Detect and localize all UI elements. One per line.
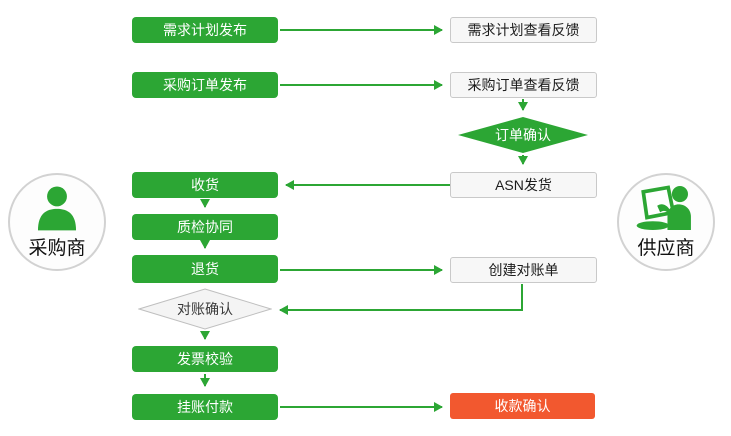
node-return-goods: 退货 <box>132 255 278 283</box>
actor-supplier-label: 供应商 <box>637 238 695 259</box>
node-po-publish: 采购订单发布 <box>132 72 278 98</box>
node-demand-plan-publish: 需求计划发布 <box>132 17 278 43</box>
node-po-feedback: 采购订单查看反馈 <box>450 72 597 98</box>
node-receipt-confirm: 收款确认 <box>450 393 595 419</box>
actor-buyer-label: 采购商 <box>28 238 86 259</box>
person-bust-icon <box>37 186 77 231</box>
node-invoice-verify-label: 发票校验 <box>177 351 233 367</box>
node-order-confirm-label: 订单确认 <box>495 127 551 143</box>
person-with-laptop-icon <box>636 185 691 230</box>
actor-supplier: 供应商 <box>617 173 715 271</box>
node-create-statement: 创建对账单 <box>450 257 597 283</box>
node-invoice-verify: 发票校验 <box>132 346 278 372</box>
node-po-feedback-label: 采购订单查看反馈 <box>467 77 580 93</box>
node-demand-plan-publish-label: 需求计划发布 <box>163 22 247 38</box>
node-demand-plan-feedback-label: 需求计划查看反馈 <box>467 22 580 38</box>
node-quality-check-label: 质检协同 <box>177 219 233 235</box>
node-return-goods-label: 退货 <box>191 261 219 277</box>
node-receipt-confirm-label: 收款确认 <box>494 398 551 414</box>
node-receive-goods-label: 收货 <box>191 177 219 193</box>
node-payment: 挂账付款 <box>132 394 278 420</box>
node-receive-goods: 收货 <box>132 172 278 198</box>
node-recon-confirm-label: 对账确认 <box>177 301 233 317</box>
node-create-statement-label: 创建对账单 <box>488 262 559 278</box>
arrow-statement-to-recon-confirm <box>279 284 523 315</box>
actor-buyer: 采购商 <box>8 173 106 271</box>
recon-confirm-diamond-shape <box>138 288 272 330</box>
order-confirm-diamond-shape <box>458 117 588 153</box>
node-demand-plan-feedback: 需求计划查看反馈 <box>450 17 597 43</box>
node-po-publish-label: 采购订单发布 <box>163 77 247 93</box>
node-order-confirm: 订单确认 <box>457 116 589 154</box>
node-asn-ship-label: ASN发货 <box>495 177 552 193</box>
node-recon-confirm: 对账确认 <box>138 288 272 330</box>
node-quality-check: 质检协同 <box>132 214 278 240</box>
node-asn-ship: ASN发货 <box>450 172 597 198</box>
node-payment-label: 挂账付款 <box>177 399 233 415</box>
